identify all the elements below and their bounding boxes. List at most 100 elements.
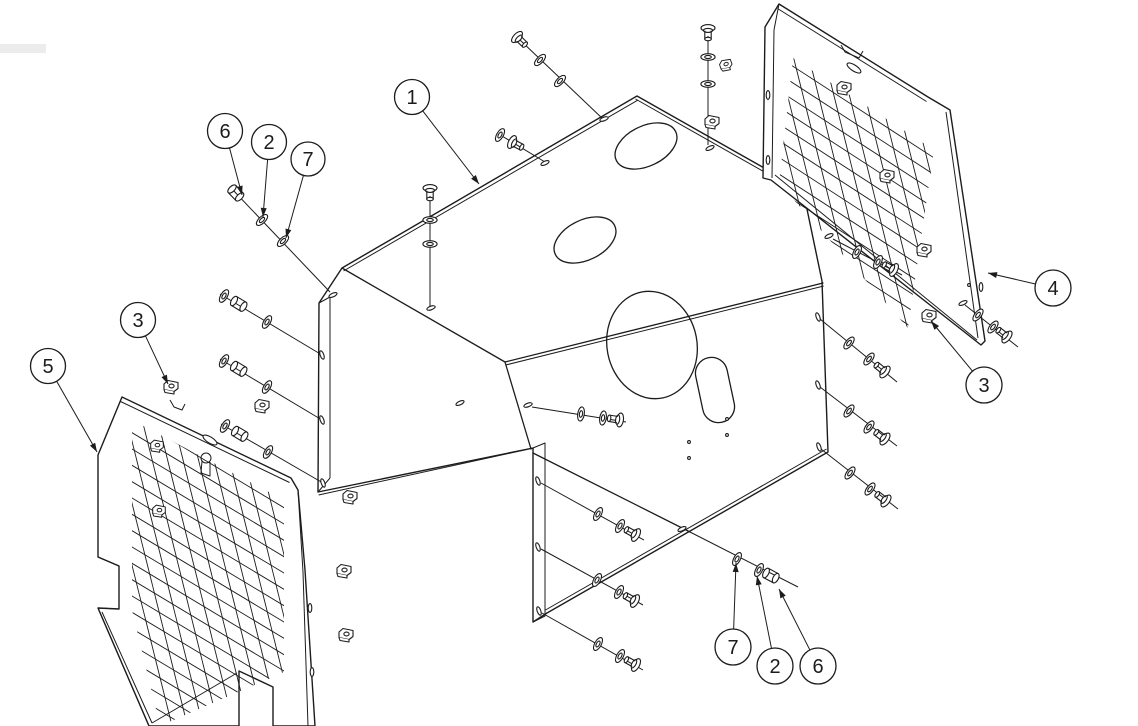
callout-circle bbox=[393, 78, 431, 116]
mesh-line bbox=[779, 58, 931, 328]
clip-nut bbox=[342, 489, 358, 505]
callout-leader-line bbox=[778, 588, 811, 651]
mesh-line bbox=[132, 420, 238, 726]
scan-artifact bbox=[0, 44, 46, 53]
right-panel-strip-slot bbox=[765, 90, 771, 100]
callout-leader-line bbox=[756, 575, 772, 649]
mesh-line bbox=[1047, 0, 1138, 527]
callout-balloon-2-top: 2 bbox=[250, 123, 288, 218]
callout-number: 6 bbox=[219, 121, 230, 143]
mesh-line bbox=[989, 0, 1138, 541]
washer bbox=[259, 378, 275, 396]
mesh-line bbox=[0, 225, 19, 726]
left-panel-strip-slot bbox=[309, 667, 315, 677]
mesh-line bbox=[779, 58, 934, 328]
clip-nut bbox=[921, 308, 937, 324]
mesh-line bbox=[785, 58, 934, 328]
callout-circle bbox=[206, 112, 244, 150]
mesh-line bbox=[799, 58, 934, 328]
washer bbox=[260, 443, 276, 461]
screw bbox=[505, 133, 528, 155]
mesh-line bbox=[132, 420, 284, 726]
screw bbox=[870, 425, 893, 448]
mesh-line bbox=[1004, 0, 1138, 538]
mesh-line bbox=[779, 58, 917, 328]
mesh-line bbox=[132, 420, 284, 726]
left-panel-top-notch bbox=[169, 399, 186, 411]
mesh-line bbox=[779, 58, 934, 328]
washer bbox=[850, 243, 864, 261]
callout-balloon-3-right: 3 bbox=[930, 320, 1003, 404]
callout-circle bbox=[29, 347, 67, 385]
callout-circle bbox=[250, 123, 288, 161]
fastener-axis bbox=[219, 293, 323, 356]
mesh-line bbox=[132, 427, 284, 726]
hood-left-fold bbox=[341, 267, 532, 450]
screw bbox=[422, 184, 438, 202]
fastener-axis bbox=[689, 531, 799, 588]
callout-number: 5 bbox=[42, 356, 53, 378]
hood-bottom-left-inner-line bbox=[318, 447, 534, 496]
mesh-line bbox=[1091, 0, 1138, 516]
fastener-axis bbox=[501, 135, 546, 163]
washer bbox=[216, 352, 232, 370]
fastener-hardware-layer bbox=[150, 24, 1019, 674]
callout-balloon-7-top: 7 bbox=[285, 141, 326, 239]
screw bbox=[700, 24, 716, 42]
mesh-line bbox=[132, 420, 284, 726]
hood-top-oval-cutout-left bbox=[553, 216, 617, 264]
mesh-line bbox=[132, 420, 284, 726]
callout-balloon-3-left: 3 bbox=[119, 301, 169, 385]
callout-arrowhead bbox=[236, 185, 243, 195]
callout-number: 3 bbox=[978, 375, 989, 397]
mesh-line bbox=[132, 439, 284, 726]
callout-balloon-5: 5 bbox=[29, 347, 98, 453]
mesh-line bbox=[149, 420, 284, 726]
mesh-line bbox=[1120, 0, 1138, 509]
callout-number: 3 bbox=[132, 310, 143, 332]
mesh-line bbox=[135, 420, 284, 726]
callout-number: 2 bbox=[263, 132, 274, 154]
mesh-line bbox=[779, 58, 934, 328]
mesh-line bbox=[779, 58, 934, 328]
fastener-axis bbox=[219, 358, 323, 421]
mesh-line bbox=[814, 58, 934, 328]
washer bbox=[216, 287, 232, 305]
washer bbox=[275, 233, 291, 249]
washer bbox=[700, 80, 716, 88]
small-hole bbox=[687, 440, 691, 444]
hood-ridge-inner-line bbox=[343, 99, 639, 272]
callout-arrowhead bbox=[988, 272, 998, 278]
clip-nut bbox=[163, 379, 179, 395]
mesh-line bbox=[0, 214, 62, 726]
callout-arrowhead bbox=[89, 442, 97, 452]
washer bbox=[422, 216, 438, 224]
mesh-line bbox=[132, 420, 284, 726]
right-panel-top-notch bbox=[840, 44, 864, 59]
hood-lower-flange-bend bbox=[532, 442, 546, 623]
callout-circle bbox=[1034, 269, 1072, 307]
spacer bbox=[229, 424, 250, 444]
right-panel-bottom-edge-inner bbox=[774, 174, 978, 341]
mesh-line bbox=[1033, 0, 1138, 531]
right-panel-right-strip-bend bbox=[945, 111, 979, 339]
mesh-line bbox=[779, 58, 934, 328]
mesh-line bbox=[0, 203, 106, 726]
washer bbox=[552, 73, 568, 89]
callout-arrowhead bbox=[931, 321, 940, 330]
mesh-line bbox=[1062, 0, 1138, 523]
mesh-line bbox=[132, 420, 284, 726]
left-panel-right-strip-bend bbox=[297, 489, 309, 726]
mesh-line bbox=[132, 420, 284, 717]
callout-circle bbox=[290, 141, 326, 177]
clip-nut bbox=[704, 114, 720, 130]
callout-balloon-6-top: 6 bbox=[206, 112, 244, 196]
small-hole bbox=[967, 283, 971, 287]
callout-leader-line bbox=[262, 159, 269, 218]
mesh-line bbox=[132, 420, 284, 726]
callout-number: 4 bbox=[1047, 278, 1058, 300]
callout-balloon-6-bottom: 6 bbox=[778, 588, 837, 685]
mesh-line bbox=[132, 420, 252, 726]
spacer bbox=[228, 359, 249, 379]
